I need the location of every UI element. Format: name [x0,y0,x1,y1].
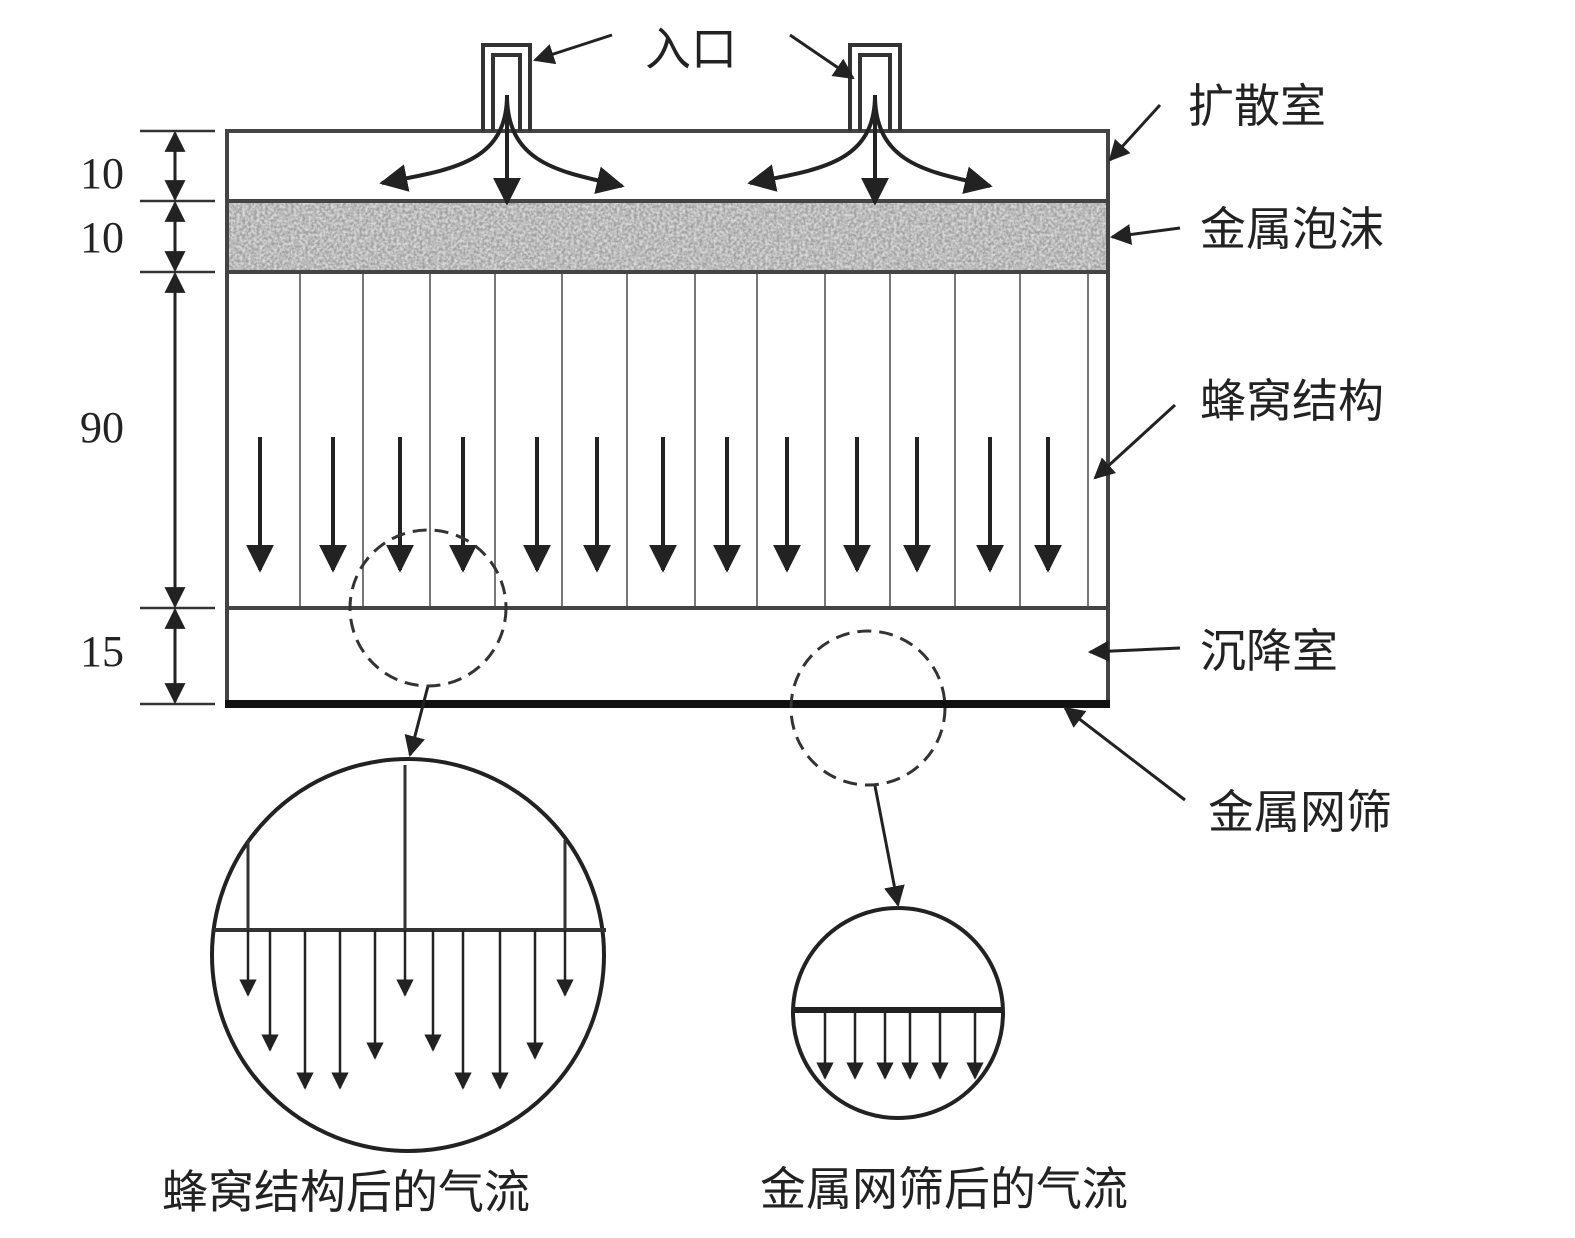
label-diffusion-chamber: 扩散室 [1188,79,1326,133]
leader-arrow [1063,706,1186,802]
diffusion-flow-right [873,94,993,194]
label-settling-chamber: 沉降室 [1200,624,1338,678]
label-metal-mesh: 金属网筛 [1208,785,1392,839]
label-inlet: 入口 [645,22,737,76]
mesh-detail-arrows [816,1013,984,1080]
honeycomb-section [225,270,1110,610]
label-honeycomb: 蜂窝结构 [1200,374,1384,428]
leader-arrow [789,33,855,80]
honeycomb-flow-arrows [246,437,1062,573]
leader-arrow [873,785,905,908]
foam-texture [229,203,1106,270]
diffusion-flow-left [379,94,509,192]
leader-arrow [1087,640,1181,662]
inlet-pipe-left [481,43,532,131]
leader-arrows [404,33,1186,908]
inlets [379,43,993,206]
detail-marker-honeycomb [348,528,508,688]
detail-circle-honeycomb [210,757,606,1153]
detail-marker-mesh [789,629,947,787]
leader-arrow [1109,224,1181,245]
leader-arrow [1093,403,1177,480]
leader-arrow [404,685,430,758]
caption-honeycomb-flow: 蜂窝结构后的气流 [162,1165,530,1219]
honeycomb-detail-arrows [239,765,574,1090]
diffusion-flow-right [505,94,625,194]
dimension-lines [140,129,215,706]
honeycomb-walls [299,274,1089,606]
diffusion-flow [379,94,993,206]
honeycomb-flow-detail [210,757,606,1153]
diffusion-chamber [225,129,1110,203]
settling-chamber [225,606,1110,706]
dim-label-settling: 15 [80,627,124,676]
dim-label-honeycomb: 90 [80,403,124,452]
leader-arrow [533,33,613,65]
dim-label-diffusion: 10 [80,149,124,198]
mesh-flow-detail [791,906,1005,1120]
inlet-pipe-right [848,43,902,131]
caption-mesh-flow: 金属网筛后的气流 [760,1162,1128,1216]
label-metal-foam: 金属泡沫 [1200,202,1384,256]
diffusion-flow-left [747,94,877,192]
leader-arrow [1108,103,1162,162]
dim-label-foam: 10 [80,213,124,262]
housing [225,129,1110,708]
